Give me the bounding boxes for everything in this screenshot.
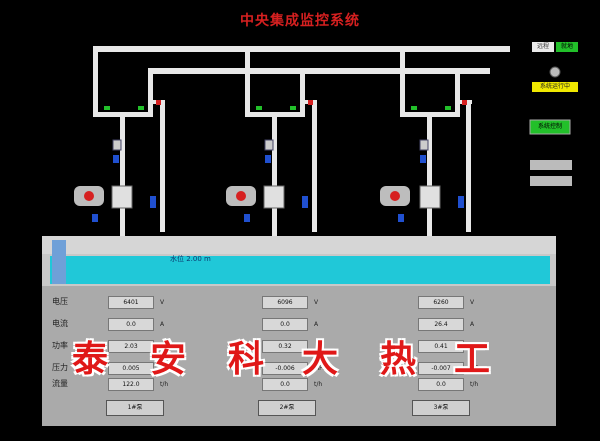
riser-left-2 <box>148 68 153 114</box>
value-cell: 6401 <box>108 296 154 309</box>
local-indicator <box>556 42 578 52</box>
value-cell: 6096 <box>262 296 308 309</box>
system-control-button[interactable] <box>529 119 571 135</box>
watermark-char: 工 <box>454 338 491 380</box>
unit: A <box>160 321 165 328</box>
unit: MPa <box>160 365 173 372</box>
level-gauge <box>52 240 66 284</box>
unit: V <box>160 299 165 306</box>
unit: MPa <box>470 365 483 372</box>
remote-label: 远程 <box>536 43 549 50</box>
watermark-char: 安 <box>150 338 187 380</box>
unit: MPa <box>314 365 327 372</box>
value-cell: 0.0 <box>262 318 308 331</box>
unit: t/h <box>314 381 323 388</box>
row-power: 功率 2.03 0.32 0.41 <box>42 338 556 354</box>
running-label: 系统运行中 <box>539 83 570 90</box>
row-current: 电流 0.0 A 0.0 A 26.4 A <box>42 316 556 332</box>
value-cell: -0.006 <box>262 362 308 375</box>
gray-button-2[interactable] <box>530 176 572 186</box>
running-indicator <box>532 82 578 92</box>
watermark-char: 热 <box>380 338 417 380</box>
row-flow: 流量 122.0 t/h 0.0 t/h 0.0 t/h <box>42 376 556 392</box>
watermark-char: 科 <box>228 338 265 380</box>
main-pipe-top <box>96 46 510 52</box>
row-label: 功率 <box>52 341 68 350</box>
value-cell: 0.0 <box>108 318 154 331</box>
row-voltage: 电压 6401 V 6096 V 6260 V <box>42 294 556 310</box>
row-pressure: 压力 0.005 MPa -0.006 MPa -0.007 MPa <box>42 360 556 376</box>
value-cell: 122.0 <box>108 378 154 391</box>
row-label: 流量 <box>52 379 68 388</box>
row-label: 电压 <box>52 297 68 306</box>
pump-1-button[interactable]: 1#泵 <box>106 400 164 416</box>
unit: A <box>314 321 319 328</box>
value-cell: 0.32 <box>262 340 308 353</box>
system-control-label: 系统控制 <box>537 123 562 130</box>
tank-level-label: 水位 2.00 m <box>170 255 211 263</box>
page-title: 中央集成监控系统 <box>240 13 360 29</box>
water-level <box>50 256 550 284</box>
data-panel: 电压 6401 V 6096 V 6260 V 电流 0.0 A 0.0 A 2… <box>42 286 556 426</box>
pump-group-2 <box>226 46 317 247</box>
value-cell: 26.4 <box>418 318 464 331</box>
unit: t/h <box>470 381 479 388</box>
row-label: 电流 <box>52 319 68 328</box>
pump-group-3 <box>380 46 472 247</box>
main-pipe-lower <box>150 68 490 74</box>
unit: t/h <box>160 381 169 388</box>
row-label: 压力 <box>52 363 68 372</box>
local-label: 就地 <box>560 43 573 50</box>
riser-left <box>93 46 98 114</box>
value-cell: 0.005 <box>108 362 154 375</box>
gray-button-1[interactable] <box>530 160 572 170</box>
watermark-char: 泰 <box>72 338 109 380</box>
pump-2-button[interactable]: 2#泵 <box>258 400 316 416</box>
value-cell: 6260 <box>418 296 464 309</box>
status-lamp <box>549 66 561 78</box>
pump-group-1 <box>74 100 165 247</box>
value-cell: 0.0 <box>418 378 464 391</box>
value-cell: 0.0 <box>262 378 308 391</box>
pump-3-button[interactable]: 3#泵 <box>412 400 470 416</box>
unit: V <box>314 299 319 306</box>
remote-indicator <box>532 42 554 52</box>
watermark-char: 大 <box>302 338 339 380</box>
unit: A <box>470 321 475 328</box>
value-cell: -0.007 <box>418 362 464 375</box>
value-cell: 0.41 <box>418 340 464 353</box>
value-cell: 2.03 <box>108 340 154 353</box>
unit: V <box>470 299 475 306</box>
